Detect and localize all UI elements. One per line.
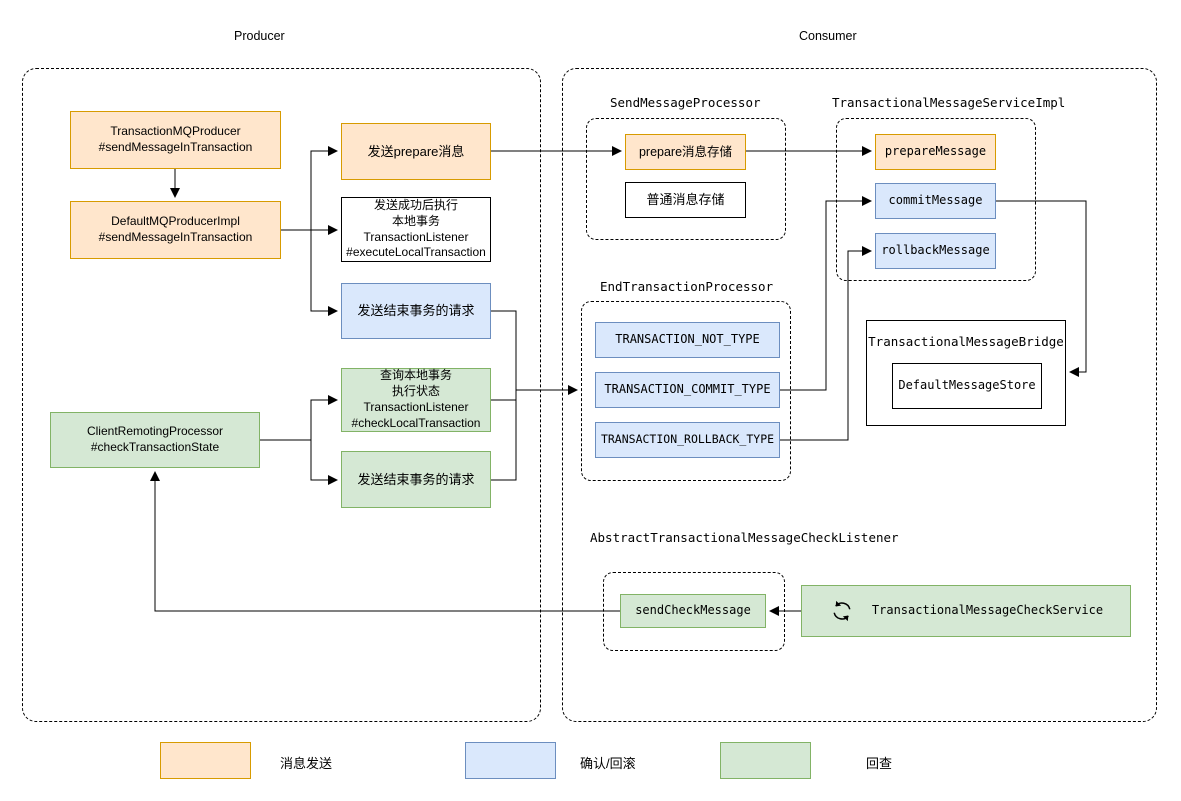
node-send-check-message: sendCheckMessage [620,594,766,628]
node-prepare-message-store: prepare消息存储 [625,134,746,170]
transactional-message-service-title: TransactionalMessageServiceImpl [832,95,1066,110]
producer-section-label: Producer [234,29,285,43]
producer-container [22,68,541,722]
node-send-end-transaction-request-green: 发送结束事务的请求 [341,451,491,508]
node-prepare-message: prepareMessage [875,134,996,170]
consumer-container [562,68,1157,722]
send-message-processor-title: SendMessageProcessor [610,95,761,110]
consumer-section-label: Consumer [799,29,857,43]
node-default-mq-producer-impl: DefaultMQProducerImpl #sendMessageInTran… [70,201,281,259]
node-transactional-message-check-service: TransactionalMessageCheckService [801,585,1131,637]
node-transaction-commit-type: TRANSACTION_COMMIT_TYPE [595,372,780,408]
node-client-remoting-processor: ClientRemotingProcessor #checkTransactio… [50,412,260,468]
legend-swatch-blue [465,742,556,779]
legend-swatch-green [720,742,811,779]
node-commit-message: commitMessage [875,183,996,219]
node-send-end-transaction-request-blue: 发送结束事务的请求 [341,283,491,339]
end-transaction-processor-group [581,301,791,481]
check-listener-group [603,572,785,651]
node-check-local-transaction: 查询本地事务 执行状态 TransactionListener #checkLo… [341,368,491,432]
transactional-message-service-group [836,118,1036,281]
node-rollback-message: rollbackMessage [875,233,996,269]
send-message-processor-group [586,118,786,240]
node-default-message-store: DefaultMessageStore [892,363,1042,409]
node-send-prepare-message: 发送prepare消息 [341,123,491,180]
node-transaction-mq-producer: TransactionMQProducer #sendMessageInTran… [70,111,281,169]
legend-label-send: 消息发送 [280,756,333,771]
node-normal-message-store: 普通消息存储 [625,182,746,218]
transactional-message-bridge-box: TransactionalMessageBridge DefaultMessag… [866,320,1066,426]
node-execute-local-transaction: 发送成功后执行 本地事务 TransactionListener #execut… [341,197,491,262]
node-transaction-rollback-type: TRANSACTION_ROLLBACK_TYPE [595,422,780,458]
sync-icon [829,598,855,624]
check-service-label: TransactionalMessageCheckService [871,603,1104,618]
transactional-message-bridge-title: TransactionalMessageBridge [868,334,1064,349]
legend-label-check: 回查 [866,756,893,771]
node-transaction-not-type: TRANSACTION_NOT_TYPE [595,322,780,358]
legend-swatch-orange [160,742,251,779]
end-transaction-processor-title: EndTransactionProcessor [600,279,774,294]
abstract-check-listener-title: AbstractTransactionalMessageCheckListene… [590,530,899,545]
legend-label-confirm: 确认/回滚 [580,756,636,771]
